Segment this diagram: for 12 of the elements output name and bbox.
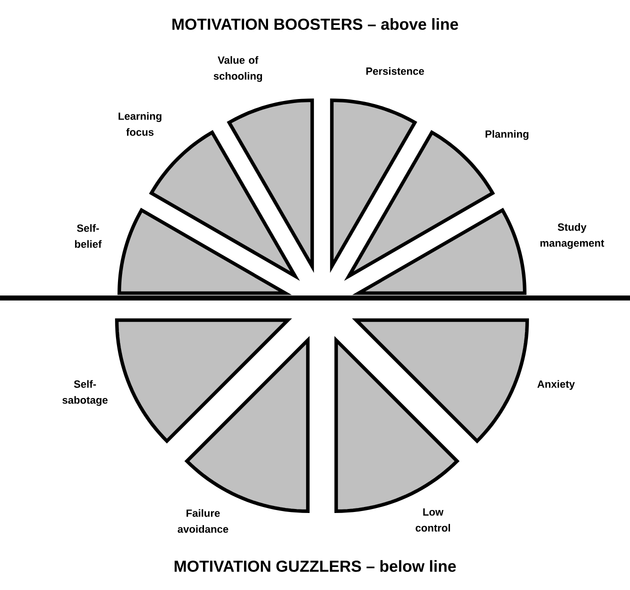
wedge-label: Anxiety [537,380,575,390]
wedge-label: Persistence [366,67,424,75]
wedge-label: Learning focus [118,112,162,136]
wedge-label: Failure avoidance [178,509,228,533]
wedge-label: Value of schooling [214,56,262,82]
wedge-label: Planning [486,130,528,140]
wedge-label: Self-belief [75,224,102,248]
caption: MOTIVATION GUZZLERS – below line [174,560,456,572]
wedge-label: Study management [540,223,604,249]
wedge-label: Low control [416,508,450,532]
wedge-label: Self-sabotage [62,380,108,406]
title: MOTIVATION BOOSTERS – above line [172,18,458,30]
